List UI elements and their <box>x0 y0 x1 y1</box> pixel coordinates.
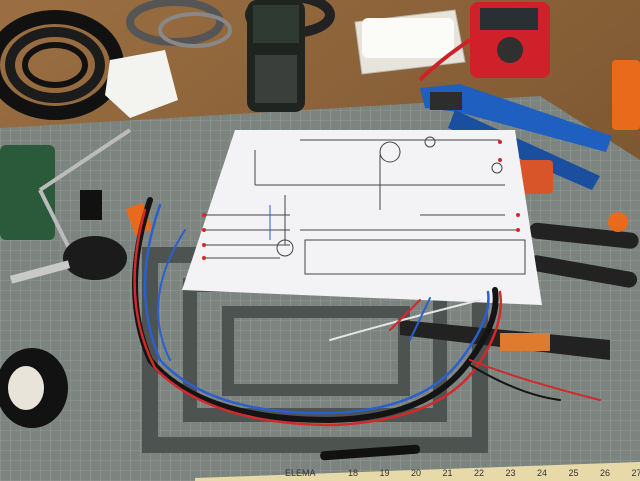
screwdriver <box>9 236 127 284</box>
ruler-tick-label: 20 <box>411 468 421 478</box>
ruler-tick-label: 23 <box>506 468 516 478</box>
ruler-tick-label: 22 <box>474 468 484 478</box>
utility-knife <box>400 320 610 360</box>
orange-stand <box>612 60 640 130</box>
pliers-right <box>528 212 639 288</box>
relay-connector <box>515 160 553 194</box>
ruler-tick-label: 18 <box>348 468 358 478</box>
cotton-swab-box <box>354 9 466 75</box>
ruler-brand: ELEMA <box>285 468 316 478</box>
multimeter <box>470 2 550 78</box>
connector-part <box>80 190 102 220</box>
wiring-diagram-sheet <box>182 130 542 305</box>
electrical-tape-roll <box>0 348 68 428</box>
spray-can <box>247 0 305 112</box>
ruler-tick-label: 19 <box>380 468 390 478</box>
ruler-tick-label: 26 <box>600 468 610 478</box>
helping-hands <box>0 128 132 251</box>
ruler-tick-label: 24 <box>537 468 547 478</box>
ruler-tick-label: 25 <box>569 468 579 478</box>
ruler-tick-label: 21 <box>443 468 453 478</box>
ruler-tick-label: 27 <box>632 468 640 478</box>
paper-towel <box>105 50 178 118</box>
probe-wire <box>418 38 472 82</box>
heat-shrink-tube <box>320 444 420 461</box>
wiring-harness <box>132 197 601 427</box>
ruler: ELEMA 18 19 20 21 22 23 24 25 26 27 <box>195 462 640 481</box>
